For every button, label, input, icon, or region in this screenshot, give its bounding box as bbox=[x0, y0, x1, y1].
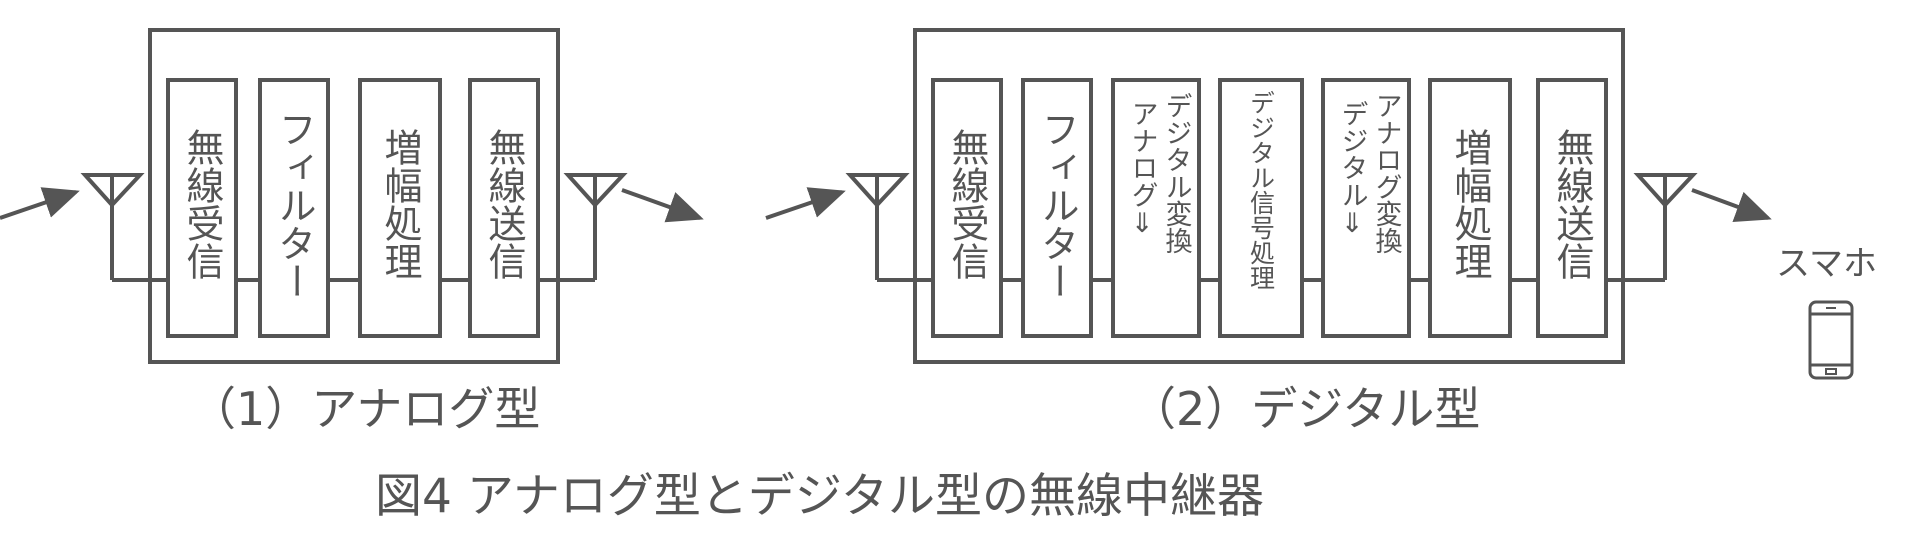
analog-label-filter: フィルター bbox=[272, 110, 316, 300]
digital-label-amp: 増幅処理 bbox=[1448, 128, 1492, 280]
digital-caption: （2）デジタル型 bbox=[1130, 382, 1480, 436]
phone-label: スマホ bbox=[1776, 244, 1877, 284]
analog-block-rx bbox=[166, 78, 238, 338]
digital-label-dsp: デジタル信号処理 bbox=[1247, 90, 1276, 290]
digital-block-da-conv bbox=[1321, 78, 1411, 338]
analog-repeater: 無線受信 フィルター 増幅処理 無線送信 （1）アナログ型 bbox=[0, 28, 704, 436]
smartphone: スマホ bbox=[1776, 244, 1877, 380]
digital-block-filter bbox=[1021, 78, 1093, 338]
analog-input-arrow bbox=[0, 187, 80, 220]
figure-title: 図4 アナログ型とデジタル型の無線中継器 bbox=[375, 469, 1264, 524]
digital-block-tx bbox=[1536, 78, 1608, 338]
digital-block-dsp bbox=[1218, 78, 1304, 338]
smartphone-icon bbox=[1808, 300, 1854, 380]
digital-output-arrow bbox=[1691, 188, 1772, 222]
digital-label-rx: 無線受信 bbox=[945, 128, 989, 280]
analog-block-tx bbox=[468, 78, 540, 338]
analog-output-arrow bbox=[621, 188, 704, 223]
digital-label-ad-line2: アナログ⇓ bbox=[1127, 100, 1158, 239]
analog-label-tx: 無線送信 bbox=[482, 128, 526, 280]
analog-block-filter bbox=[258, 78, 330, 338]
analog-block-amp bbox=[358, 78, 442, 338]
digital-label-ad-line1: デジタル変換 bbox=[1161, 92, 1193, 254]
analog-label-rx: 無線受信 bbox=[180, 128, 224, 280]
digital-input-arrow bbox=[765, 187, 846, 220]
digital-label-tx: 無線送信 bbox=[1550, 128, 1594, 280]
analog-label-amp: 増幅処理 bbox=[378, 128, 422, 280]
analog-tx-antenna-icon bbox=[538, 173, 628, 282]
digital-block-ad-conv bbox=[1111, 78, 1201, 338]
digital-label-filter: フィルター bbox=[1035, 110, 1079, 300]
digital-block-amp bbox=[1428, 78, 1512, 338]
analog-caption: （1）アナログ型 bbox=[190, 382, 540, 436]
digital-repeater: 無線受信 フィルター デジタル変換 アナログ⇓ デジタル信号処理 アナログ変換 … bbox=[765, 28, 1772, 436]
digital-block-rx bbox=[931, 78, 1003, 338]
digital-tx-antenna-icon bbox=[1606, 173, 1698, 282]
digital-label-da-line2: デジタル⇓ bbox=[1337, 100, 1368, 239]
digital-label-da-line1: アナログ変換 bbox=[1371, 92, 1403, 254]
